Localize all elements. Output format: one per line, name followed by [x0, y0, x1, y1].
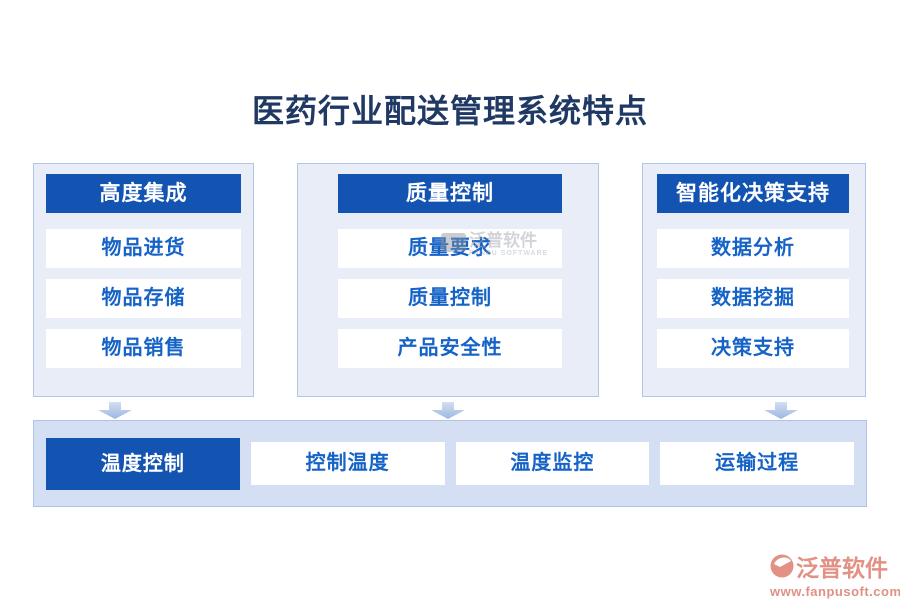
footer-watermark-brand: 泛普软件 [796, 555, 888, 581]
group-header-quality: 质量控制 [338, 174, 562, 213]
down-arrow-icon [764, 402, 798, 419]
feature-item-quality-control: 质量控制 [338, 279, 562, 318]
feature-item-goods-storage: 物品存储 [46, 279, 241, 318]
feature-group-quality: 质量控制 质量要求 质量控制 产品安全性 [297, 163, 599, 397]
feature-item-data-analysis: 数据分析 [657, 229, 849, 268]
feature-item-data-mining: 数据挖掘 [657, 279, 849, 318]
down-arrow-icon [431, 402, 465, 419]
fanpu-logo-icon [770, 554, 794, 578]
footer-watermark: 泛普软件 www.fanpusoft.com [770, 549, 900, 599]
group-header-decision-support: 智能化决策支持 [657, 174, 849, 213]
temperature-flow-bar: 温度控制 控制温度 温度监控 运输过程 [33, 420, 867, 507]
footer-watermark-url: www.fanpusoft.com [770, 584, 900, 599]
group-header-integration: 高度集成 [46, 174, 241, 213]
feature-group-integration: 高度集成 物品进货 物品存储 物品销售 [33, 163, 254, 397]
feature-item-product-safety: 产品安全性 [338, 329, 562, 368]
down-arrow-icon [98, 402, 132, 419]
page-title: 医药行业配送管理系统特点 [251, 93, 648, 129]
flow-step-transport-process: 运输过程 [660, 442, 854, 485]
flow-step-temperature-control: 温度控制 [46, 437, 240, 490]
feature-item-quality-requirements: 质量要求 [338, 229, 562, 268]
flow-step-temperature-monitoring: 温度监控 [455, 442, 650, 485]
feature-group-decision-support: 智能化决策支持 数据分析 数据挖掘 决策支持 [642, 163, 866, 397]
feature-item-goods-sales: 物品销售 [46, 329, 241, 368]
feature-item-goods-purchase: 物品进货 [46, 229, 241, 268]
feature-item-decision-support: 决策支持 [657, 329, 849, 368]
flow-step-control-temperature: 控制温度 [250, 442, 445, 485]
